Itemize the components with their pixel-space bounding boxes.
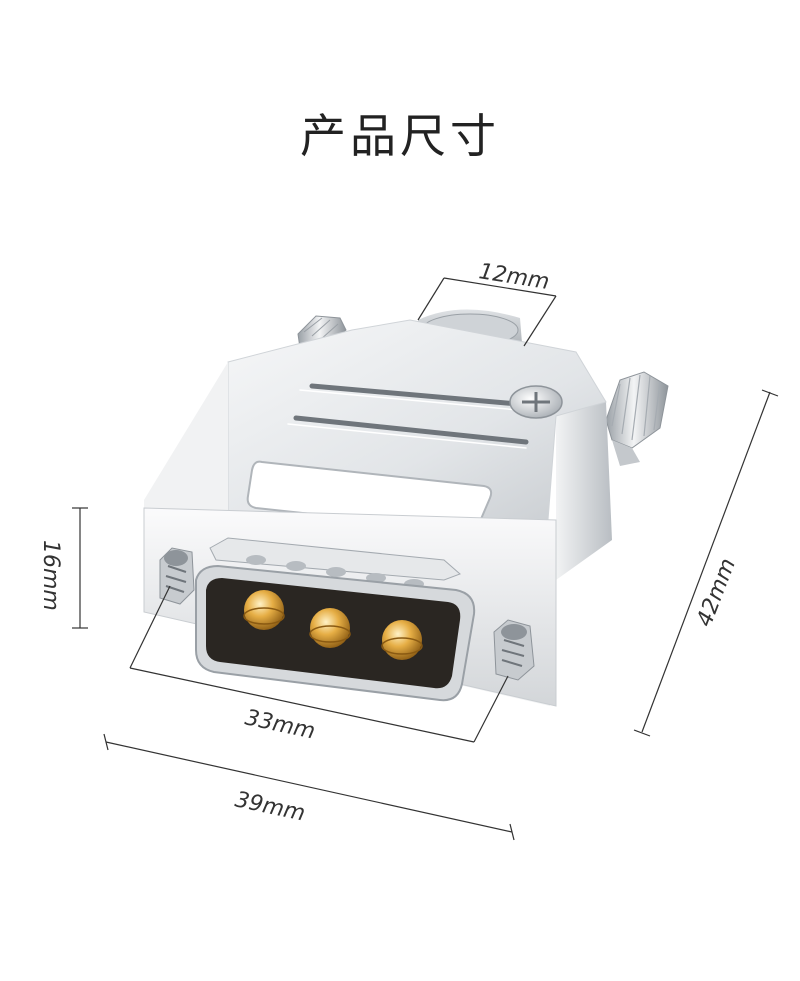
phillips-screw-icon bbox=[509, 385, 563, 419]
dim-33mm-label: 33mm bbox=[243, 705, 318, 744]
dim-16mm-line bbox=[72, 507, 88, 629]
pin-1-icon bbox=[244, 590, 284, 630]
dim-16mm-label: 16mm bbox=[38, 540, 63, 611]
hood-side bbox=[556, 402, 612, 580]
dim-12mm-line bbox=[417, 277, 557, 347]
right-hex-post-icon bbox=[493, 619, 535, 681]
dim-42mm-label: 42mm bbox=[692, 555, 741, 630]
dim-39mm-label: 39mm bbox=[233, 787, 308, 826]
pin-2-icon bbox=[310, 608, 350, 648]
dim-39mm-line bbox=[103, 733, 515, 841]
pin-3-icon bbox=[382, 620, 422, 660]
dim-12mm-label: 12mm bbox=[477, 259, 551, 295]
shell-dimples bbox=[246, 555, 424, 589]
dsub-shell-top bbox=[209, 537, 461, 581]
dim-33mm-line bbox=[129, 585, 509, 743]
page-title: 产品尺寸 bbox=[300, 109, 500, 163]
dim-42mm-line bbox=[633, 389, 779, 737]
right-thumbscrew-icon bbox=[605, 371, 669, 466]
gold-pins bbox=[243, 590, 423, 660]
